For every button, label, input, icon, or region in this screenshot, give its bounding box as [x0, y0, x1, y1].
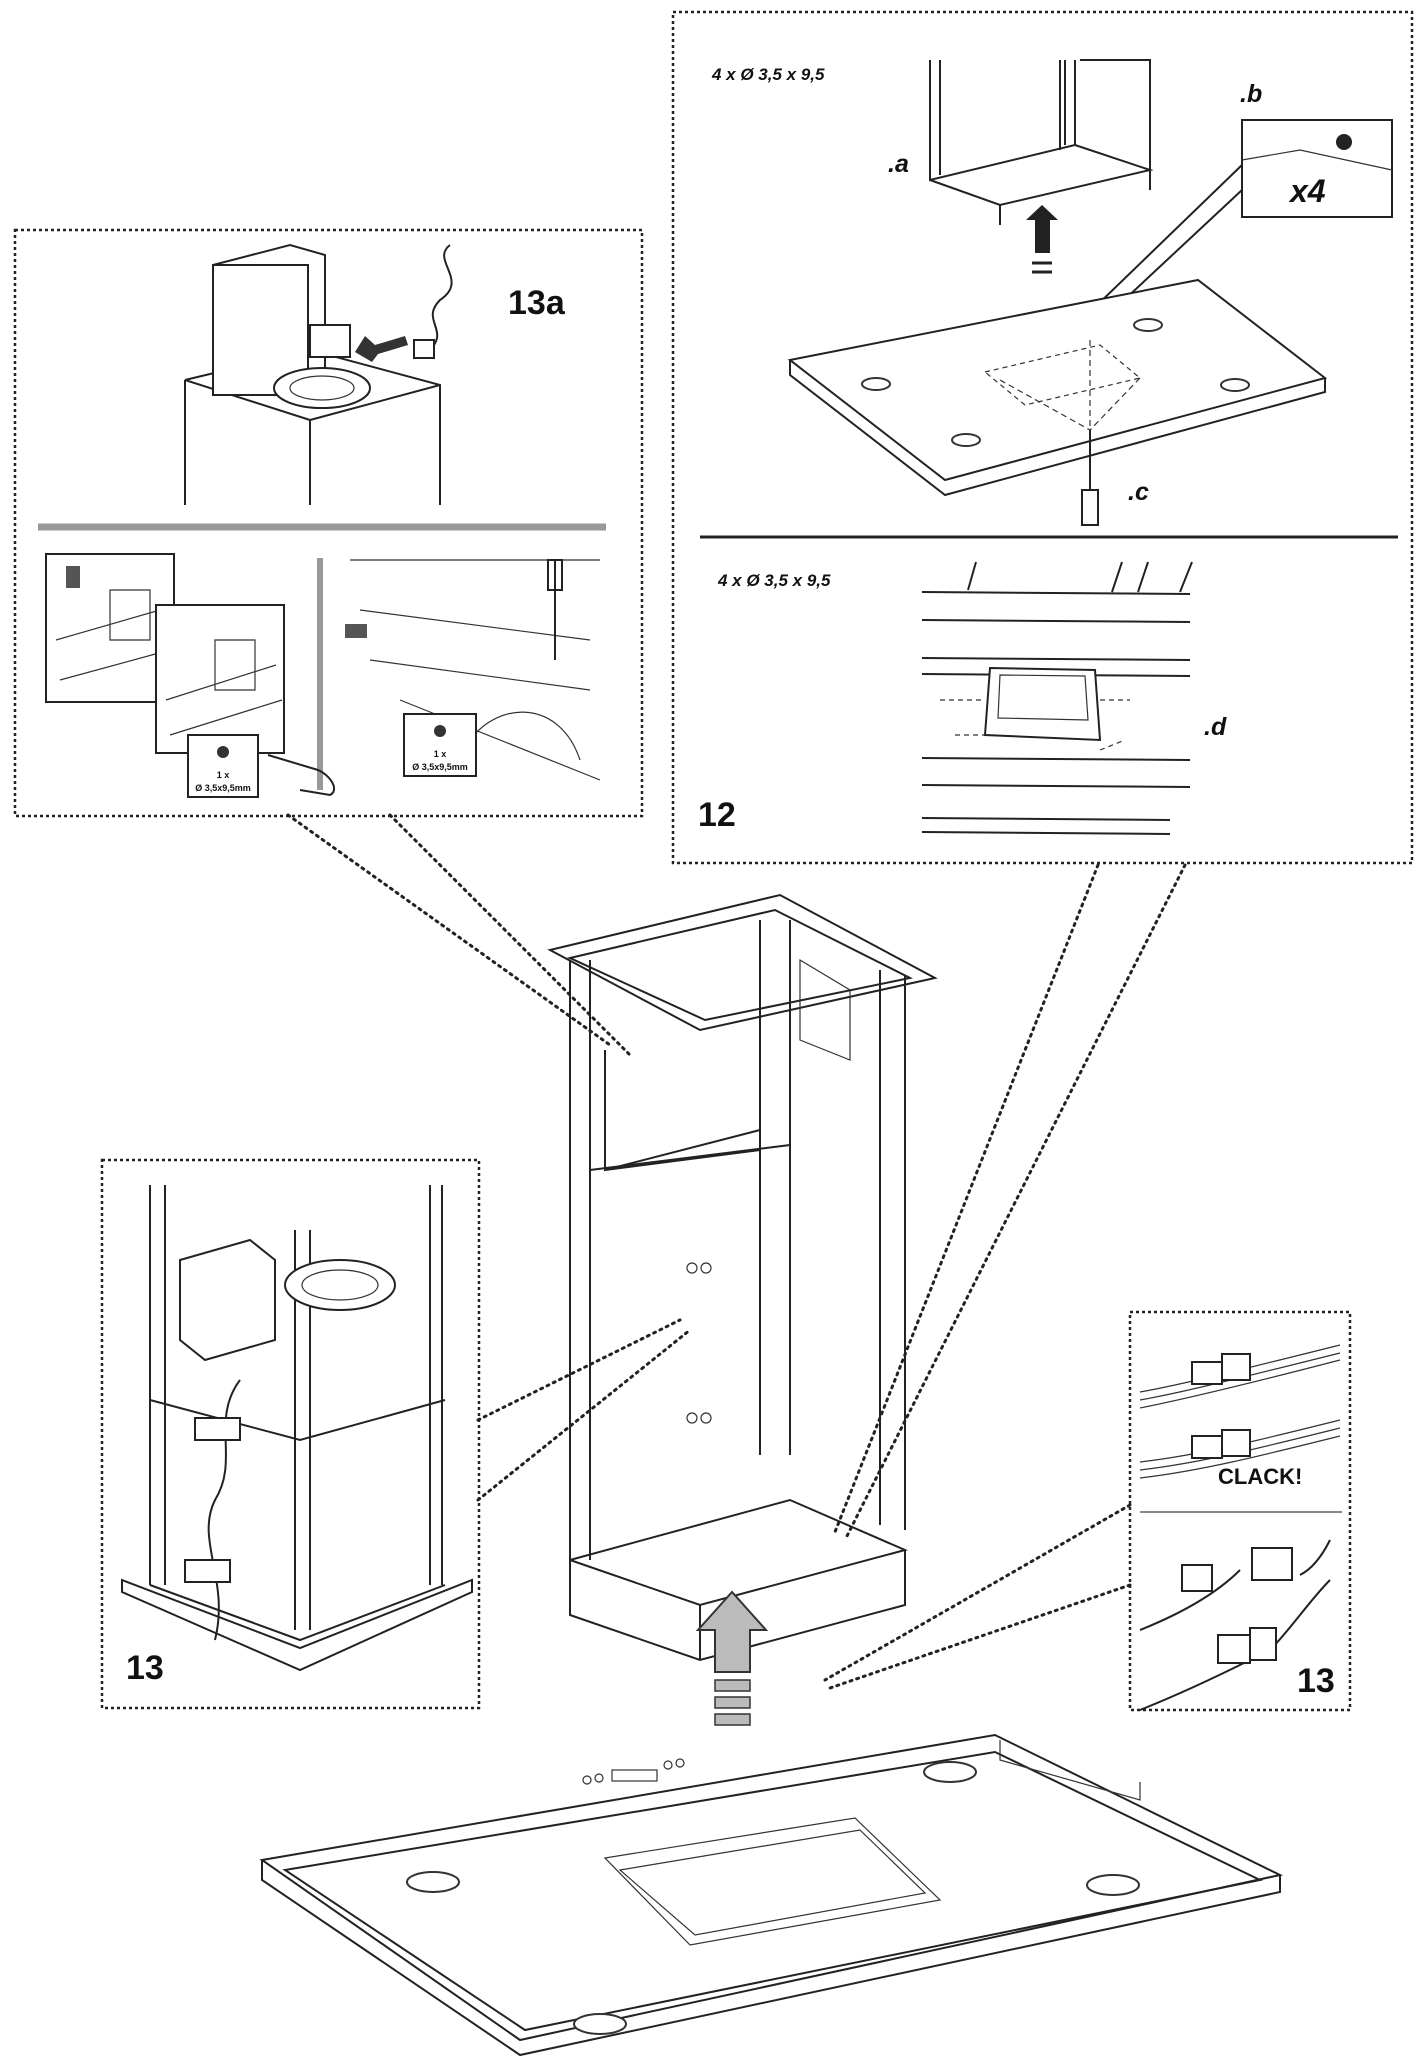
connector-icon: [1181, 1547, 1293, 1664]
arrow-up-icon: [695, 1590, 769, 1673]
screw-icon: 1 x Ø 3,5x9,5mm: [187, 734, 259, 798]
screwdriver-icon: [1081, 430, 1099, 526]
panel-13-right: CLACK! 13: [1128, 1310, 1352, 1712]
screw-icon: 1 x Ø 3,5x9,5mm: [403, 713, 477, 777]
multiplier-label: x4: [1288, 173, 1326, 209]
step-13a-label: 13a: [508, 284, 566, 322]
panel-13-left: 13: [100, 1158, 481, 1710]
svg-text:1 x: 1 x: [217, 770, 230, 780]
callout-c: .c: [1128, 478, 1149, 506]
hood-canopy: [259, 1733, 1284, 2057]
arrow-up-icon: [1026, 205, 1058, 253]
panel-13a: 13a 1 x Ø 3,5x9,5mm 1 x Ø 3,5x9,5mm: [13, 228, 644, 818]
screw-spec-bottom: 4 x Ø 3,5 x 9,5: [717, 571, 831, 590]
step-13-left-label: 13: [126, 1649, 164, 1687]
callout-d: .d: [1204, 713, 1227, 741]
svg-text:Ø 3,5x9,5mm: Ø 3,5x9,5mm: [195, 783, 251, 793]
connector-icon: [1191, 1353, 1251, 1459]
svg-text:1 x: 1 x: [434, 749, 447, 759]
control-panel: [582, 1758, 685, 1785]
step-13-right-label: 13: [1297, 1662, 1335, 1700]
chimney-assembly: [547, 893, 938, 1726]
panel-12: 4 x Ø 3,5 x 9,5 .a .b x4 .c 4 x Ø 3,5 x …: [671, 10, 1414, 865]
clack-label: CLACK!: [1218, 1464, 1302, 1489]
hand-icon: [267, 754, 336, 797]
screw-spec-top: 4 x Ø 3,5 x 9,5: [711, 65, 825, 84]
step-12-label: 12: [698, 796, 736, 834]
arrow-left-icon: [355, 336, 408, 362]
screwdriver-icon: [547, 559, 563, 660]
leader-lines: [286, 813, 1187, 1690]
callout-a: .a: [888, 150, 909, 178]
svg-text:Ø 3,5x9,5mm: Ø 3,5x9,5mm: [412, 762, 468, 772]
callout-b: .b: [1240, 80, 1262, 108]
